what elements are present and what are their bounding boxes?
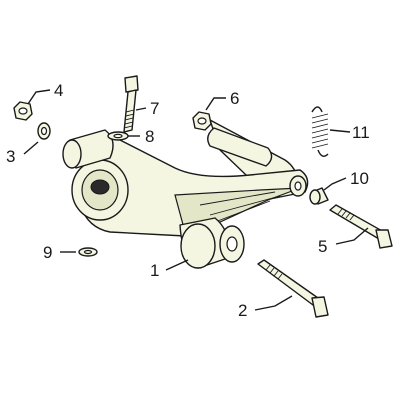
callout-2: 2 xyxy=(238,301,247,320)
nut-4 xyxy=(13,101,33,121)
washer-9 xyxy=(78,247,98,257)
leader-7 xyxy=(135,107,147,111)
callout-1: 1 xyxy=(150,261,159,280)
callout-4: 4 xyxy=(54,81,63,100)
callout-11: 11 xyxy=(352,123,370,142)
bolt-7 xyxy=(123,75,139,133)
callout-10: 10 xyxy=(350,169,369,188)
bolt-5 xyxy=(329,204,393,249)
callout-numbers: 1 2 3 4 5 6 7 8 9 10 11 xyxy=(6,81,370,320)
bushing-10 xyxy=(309,187,329,205)
leader-10 xyxy=(323,177,347,191)
callout-8: 8 xyxy=(145,127,154,146)
bolt-2 xyxy=(257,259,329,318)
callout-3: 3 xyxy=(6,147,15,166)
leader-4 xyxy=(27,89,51,105)
spring-11 xyxy=(311,106,329,157)
leader-1 xyxy=(165,259,189,271)
washer-3 xyxy=(37,122,51,140)
leader-5 xyxy=(335,227,369,245)
callout-6: 6 xyxy=(230,89,239,108)
callout-5: 5 xyxy=(318,237,327,256)
nut-6 xyxy=(192,111,212,131)
leader-3 xyxy=(23,141,39,155)
callout-9: 9 xyxy=(43,243,52,262)
washer-8 xyxy=(107,131,129,141)
leader-6 xyxy=(205,97,226,111)
leader-lines xyxy=(23,89,369,311)
leader-2 xyxy=(254,295,293,311)
swing-arm-body xyxy=(62,119,309,269)
callout-7: 7 xyxy=(150,99,159,118)
leader-11 xyxy=(329,129,351,133)
